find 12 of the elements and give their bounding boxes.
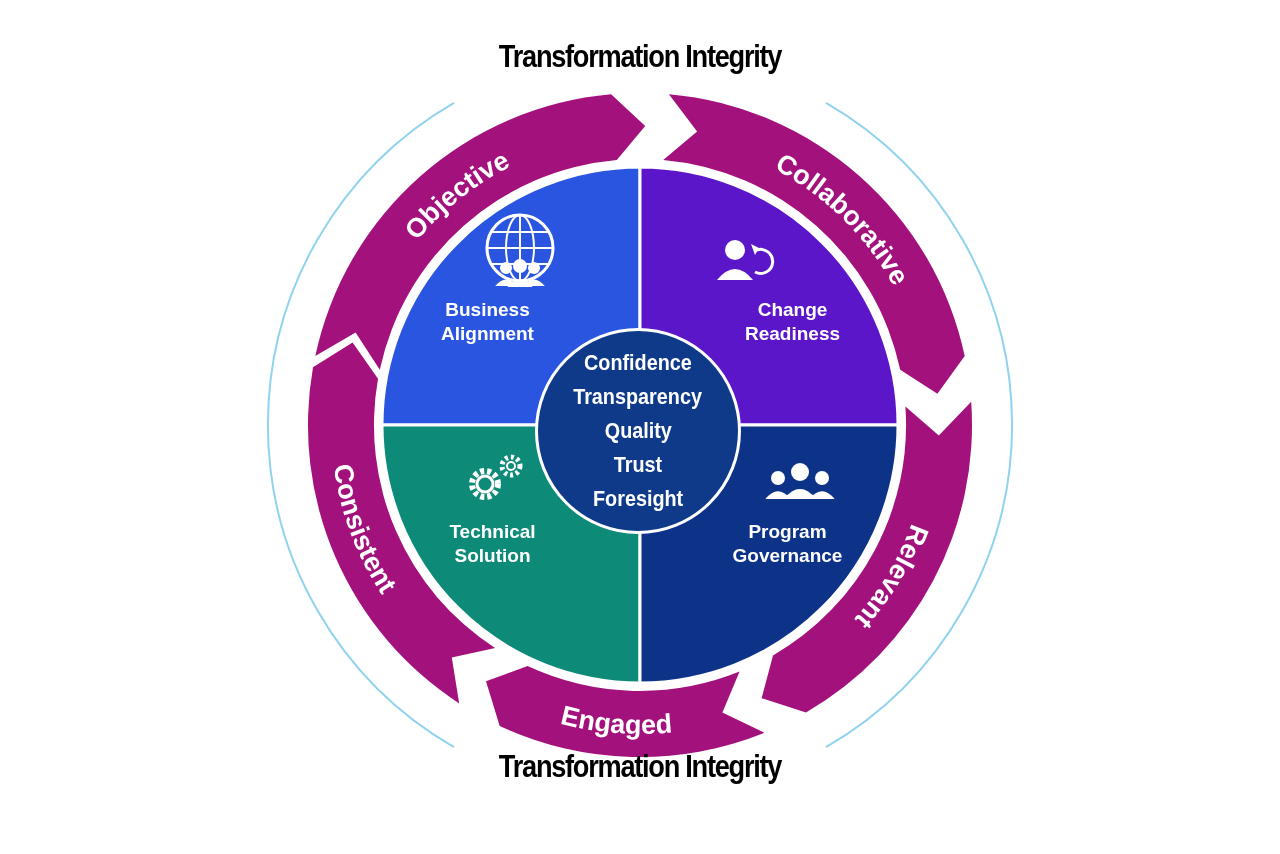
quadrant-label: Technical Solution	[448, 520, 537, 568]
segment-label: Engaged	[558, 700, 674, 741]
value-word: Trust	[613, 451, 663, 479]
quadrant-label: Program Governance	[731, 520, 844, 568]
ring-title: Transformation Integrity	[497, 38, 783, 75]
quadrant-label: Change Readiness	[743, 298, 841, 346]
value-word: Transparency	[573, 383, 703, 411]
value-word: Quality	[604, 417, 672, 445]
value-word: Confidence	[584, 349, 692, 377]
value-word: Foresight	[592, 485, 684, 513]
ring-title: Transformation Integrity	[497, 748, 783, 785]
quadrant-label: Business Alignment	[440, 298, 535, 346]
